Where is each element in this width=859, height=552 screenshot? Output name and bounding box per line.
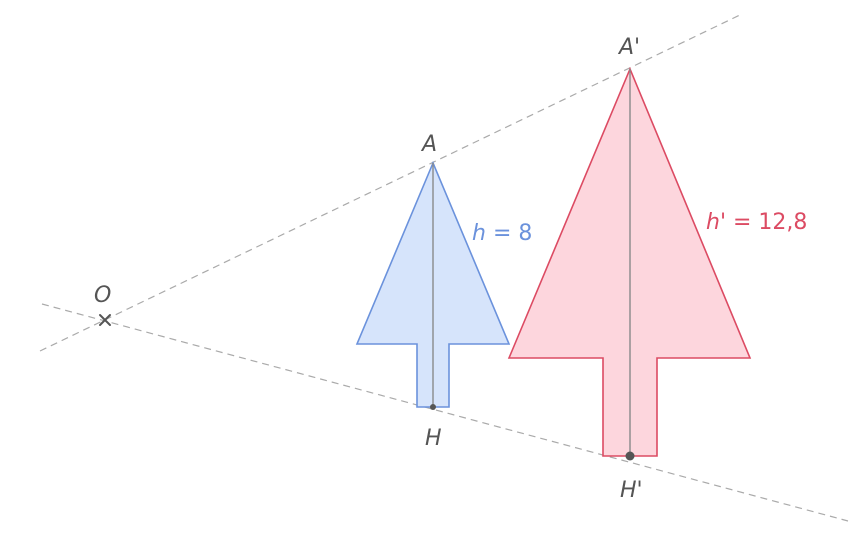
point-H-prime-dot xyxy=(625,451,635,461)
point-H-dot xyxy=(430,404,436,410)
point-H-label: H xyxy=(425,426,442,451)
large-height-var: h' xyxy=(706,210,726,235)
small-height-var: h xyxy=(472,221,486,246)
point-A-label: A xyxy=(420,132,437,157)
small-height-value: = 8 xyxy=(486,221,532,246)
point-H-prime-label: H' xyxy=(620,478,643,503)
large-height-value: = 12,8 xyxy=(726,210,807,235)
large-height-measure: h' = 12,8 xyxy=(706,210,807,235)
point-A-prime-label: A' xyxy=(617,35,640,60)
point-O-label: O xyxy=(94,283,111,308)
point-O-cross-icon xyxy=(99,314,111,326)
small-height-measure: h = 8 xyxy=(472,221,532,246)
ray-through-A xyxy=(39,13,743,352)
